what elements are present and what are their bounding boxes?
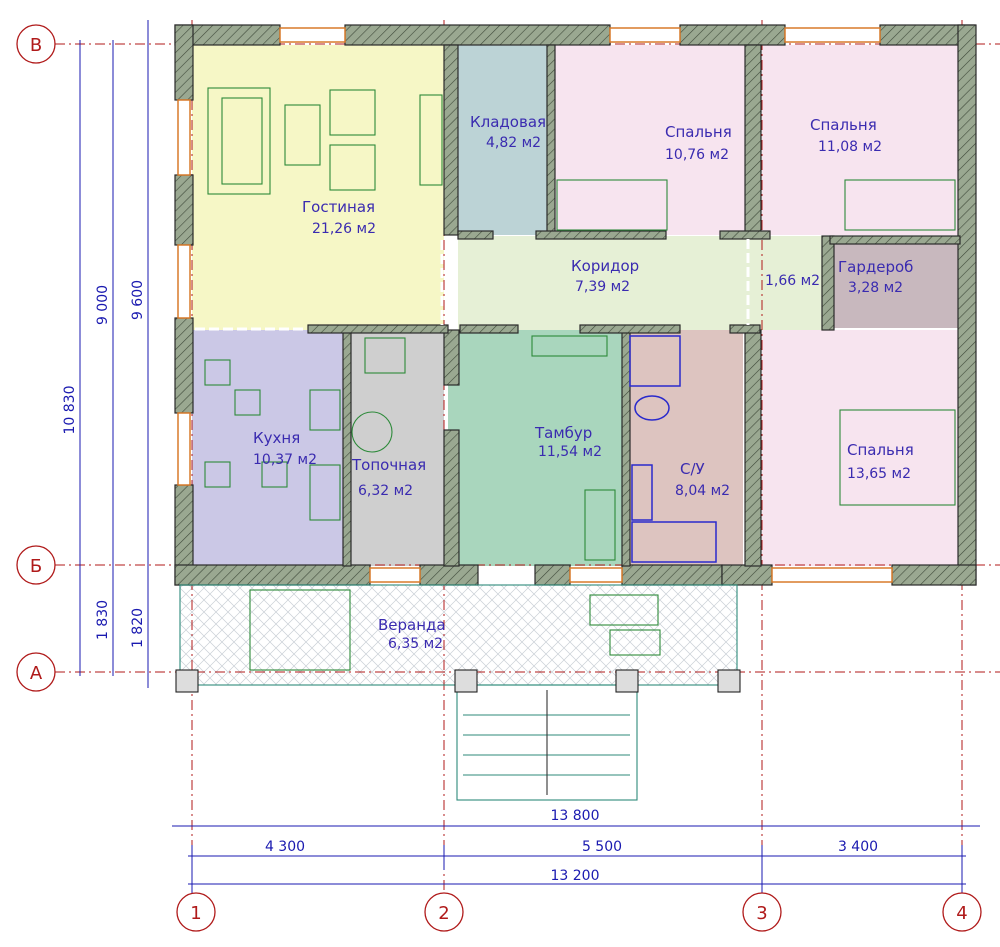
tambur-label: Тамбур xyxy=(534,424,592,442)
column-4 xyxy=(717,669,741,693)
bed1-area: 10,76 м2 xyxy=(665,147,729,163)
axis-label-v: В xyxy=(30,35,42,56)
column-1 xyxy=(175,669,199,693)
dim-left-total: 10 830 xyxy=(62,386,78,435)
corridor-label: Коридор xyxy=(571,257,639,275)
kitchen-fill xyxy=(192,330,344,566)
bed3-label: Спальня xyxy=(847,441,914,459)
room-labels: Гостиная 21,26 м2 Кладовая 4,82 м2 Спаль… xyxy=(253,113,914,652)
axis-bubble-b xyxy=(16,545,56,585)
bed3-area: 13,65 м2 xyxy=(847,466,911,482)
bed1-label: Спальня xyxy=(665,123,732,141)
column-3 xyxy=(615,669,639,693)
hall-area: 1,66 м2 xyxy=(765,273,820,289)
hall-fill xyxy=(748,236,828,331)
column-2 xyxy=(454,669,478,693)
dim-bottom-seg1: 4 300 xyxy=(265,839,305,855)
stairs xyxy=(456,684,638,801)
dim-left-inner: 9 600 xyxy=(130,280,146,320)
bath-fill xyxy=(627,330,743,566)
room-fills xyxy=(180,45,960,685)
veranda-area: 6,35 м2 xyxy=(388,636,443,652)
axis-labels: В Б А 1 2 3 4 xyxy=(30,35,968,924)
veranda-label: Веранда xyxy=(378,616,446,634)
living-fill xyxy=(192,45,444,330)
axis-label-4: 4 xyxy=(956,903,967,924)
tambur-fill xyxy=(448,330,625,566)
axis-markers xyxy=(16,24,982,932)
bed1-fill xyxy=(553,45,747,235)
kitchen-label: Кухня xyxy=(253,429,300,447)
kitchen-area: 10,37 м2 xyxy=(253,452,317,468)
dim-bottom-seg2: 5 500 xyxy=(582,839,622,855)
axis-bubble-1 xyxy=(176,892,216,932)
boiler-fill xyxy=(348,330,444,566)
wardrobe-fill xyxy=(832,240,960,328)
axis-bubble-a xyxy=(16,652,56,692)
corridor-fill xyxy=(458,236,748,331)
dim-bottom-total: 13 800 xyxy=(551,808,600,824)
axis-bubble-2 xyxy=(424,892,464,932)
pantry-fill xyxy=(458,45,547,235)
axis-bubble-3 xyxy=(742,892,782,932)
room-dividers xyxy=(195,239,750,331)
wardrobe-label: Гардероб xyxy=(838,258,913,276)
bath-area: 8,04 м2 xyxy=(675,483,730,499)
axis-bubble-v xyxy=(16,24,56,64)
axis-label-b: Б xyxy=(30,556,42,577)
boiler-area: 6,32 м2 xyxy=(358,483,413,499)
pantry-area: 4,82 м2 xyxy=(486,135,541,151)
bath-label: С/У xyxy=(680,460,705,478)
living-area: 21,26 м2 xyxy=(312,221,376,237)
bed3-fill xyxy=(762,330,960,566)
wardrobe-area: 3,28 м2 xyxy=(848,280,903,296)
axis-bubble-4 xyxy=(942,892,982,932)
axis-label-1: 1 xyxy=(190,903,201,924)
bed2-fill xyxy=(762,45,960,235)
bed2-label: Спальня xyxy=(810,116,877,134)
veranda-fill xyxy=(180,585,737,685)
tambur-area: 11,54 м2 xyxy=(538,444,602,460)
axis-label-3: 3 xyxy=(756,903,767,924)
corridor-area: 7,39 м2 xyxy=(575,279,630,295)
living-label: Гостиная xyxy=(302,198,375,216)
bathroom-fixtures xyxy=(629,335,717,563)
dim-left-veranda-inner: 1 820 xyxy=(130,608,146,648)
walls xyxy=(174,24,977,586)
pantry-label: Кладовая xyxy=(470,113,546,131)
axis-label-a: А xyxy=(30,663,43,684)
dimension-labels: 10 830 9 000 9 600 1 830 1 820 13 800 4 … xyxy=(62,280,878,884)
furniture xyxy=(204,87,956,671)
dim-left-mid: 9 000 xyxy=(95,285,111,325)
dim-bottom-inner: 13 200 xyxy=(551,868,600,884)
windows xyxy=(177,27,893,583)
dim-bottom-seg3: 3 400 xyxy=(838,839,878,855)
veranda-frame xyxy=(175,584,741,693)
dim-left-veranda: 1 830 xyxy=(95,600,111,640)
boiler-label: Топочная xyxy=(351,456,426,474)
dimension-lines xyxy=(79,20,980,895)
axis-label-2: 2 xyxy=(438,903,449,924)
bed2-area: 11,08 м2 xyxy=(818,139,882,155)
